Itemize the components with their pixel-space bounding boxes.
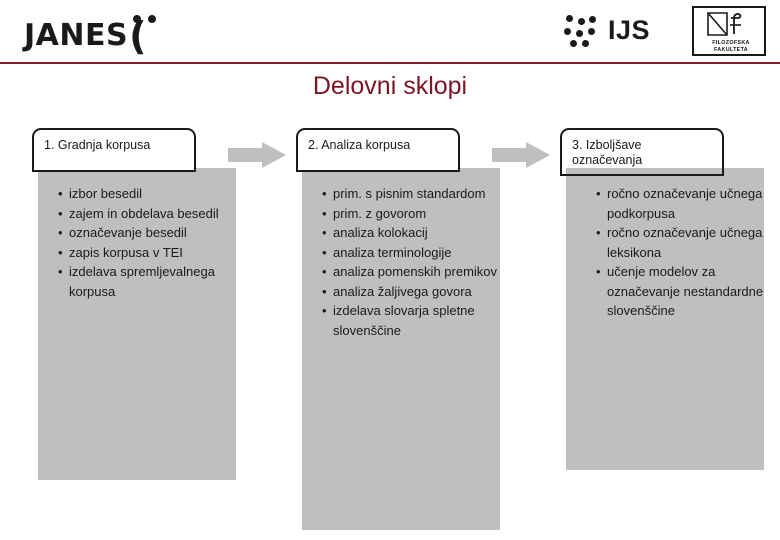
list-item: izdelava spremljevalnega korpusa — [58, 262, 234, 301]
list-item: analiza žaljivega govora — [322, 282, 498, 302]
column-2-items: prim. s pisnim standardom prim. z govoro… — [322, 184, 498, 340]
janes-wordmark: JANES — [24, 18, 129, 53]
list-item: ročno označevanje učnega leksikona — [596, 223, 764, 262]
list-item: analiza kolokacij — [322, 223, 498, 243]
right-arrow-icon — [228, 142, 286, 168]
ff-logo: FILOZOFSKA FAKULTETA — [692, 6, 766, 56]
page-header: JANES( IJS FILOZOFSKA FAKULTETA — [0, 0, 780, 64]
ijs-logo: IJS — [564, 9, 684, 53]
list-item: učenje modelov za označevanje nestandard… — [596, 262, 764, 321]
column-3-heading: 3. Izboljšave označevanja — [560, 128, 724, 176]
workpackages-diagram: 1. Gradnja korpusa izbor besedil zajem i… — [0, 120, 780, 540]
ijs-label: IJS — [608, 15, 651, 45]
ijs-dot-grid-icon — [564, 15, 602, 47]
list-item: prim. s pisnim standardom — [322, 184, 498, 204]
two-dots-icon — [133, 15, 163, 29]
column-3-items: ročno označevanje učnega podkorpusa ročn… — [596, 184, 764, 321]
ff-caption: FILOZOFSKA FAKULTETA — [694, 40, 768, 53]
column-1-heading: 1. Gradnja korpusa — [32, 128, 196, 172]
janes-paren: ( — [129, 14, 147, 58]
right-arrow-icon — [492, 142, 550, 168]
header-divider — [0, 62, 780, 64]
ff-caption-line1: FILOZOFSKA — [712, 40, 750, 46]
list-item: ročno označevanje učnega podkorpusa — [596, 184, 764, 223]
list-item: prim. z govorom — [322, 204, 498, 224]
column-2-heading: 2. Analiza korpusa — [296, 128, 460, 172]
ff-monogram-icon — [694, 8, 768, 40]
list-item: zajem in obdelava besedil — [58, 204, 234, 224]
list-item: označevanje besedil — [58, 223, 234, 243]
page-title: Delovni sklopi — [312, 72, 468, 100]
list-item: zapis korpusa v TEI — [58, 243, 234, 263]
list-item: analiza terminologije — [322, 243, 498, 263]
list-item: analiza pomenskih premikov — [322, 262, 498, 282]
janes-logo: JANES( — [24, 10, 147, 58]
list-item: izbor besedil — [58, 184, 234, 204]
column-1-items: izbor besedil zajem in obdelava besedil … — [58, 184, 234, 301]
ff-caption-line2: FAKULTETA — [714, 46, 748, 53]
list-item: izdelava slovarja spletne slovenščine — [322, 301, 498, 340]
